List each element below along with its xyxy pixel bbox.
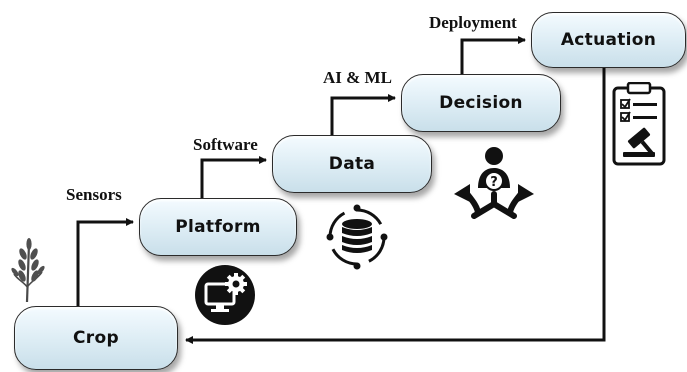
edge-label-software: Software bbox=[193, 135, 258, 154]
connector-platform-to-data bbox=[200, 156, 267, 198]
node-crop-label: Crop bbox=[73, 328, 119, 348]
node-crop: Crop bbox=[14, 306, 178, 370]
svg-text:?: ? bbox=[490, 175, 498, 190]
node-decision: Decision bbox=[401, 74, 561, 132]
node-actuation-label: Actuation bbox=[560, 30, 657, 50]
node-data-label: Data bbox=[328, 154, 376, 174]
database-icon bbox=[326, 204, 388, 270]
connector-crop-to-platform bbox=[76, 218, 134, 306]
connector-actuation-to-crop bbox=[185, 68, 606, 344]
node-platform-label: Platform bbox=[175, 217, 261, 237]
edge-label-sensors: Sensors bbox=[66, 185, 122, 204]
node-actuation: Actuation bbox=[531, 12, 686, 68]
edge-label-ai-ml: AI & ML bbox=[323, 68, 392, 87]
node-platform: Platform bbox=[139, 198, 297, 256]
connector-data-to-decision bbox=[330, 94, 396, 135]
clipboard-gavel-icon bbox=[612, 82, 666, 166]
computer-gear-icon bbox=[195, 265, 255, 325]
node-decision-label: Decision bbox=[439, 93, 523, 113]
wheat-icon bbox=[11, 238, 45, 303]
edge-label-deployment: Deployment bbox=[429, 13, 517, 32]
connector-decision-to-actuation bbox=[460, 36, 526, 74]
node-data: Data bbox=[272, 135, 432, 193]
person-decision-icon: ? bbox=[454, 147, 534, 219]
